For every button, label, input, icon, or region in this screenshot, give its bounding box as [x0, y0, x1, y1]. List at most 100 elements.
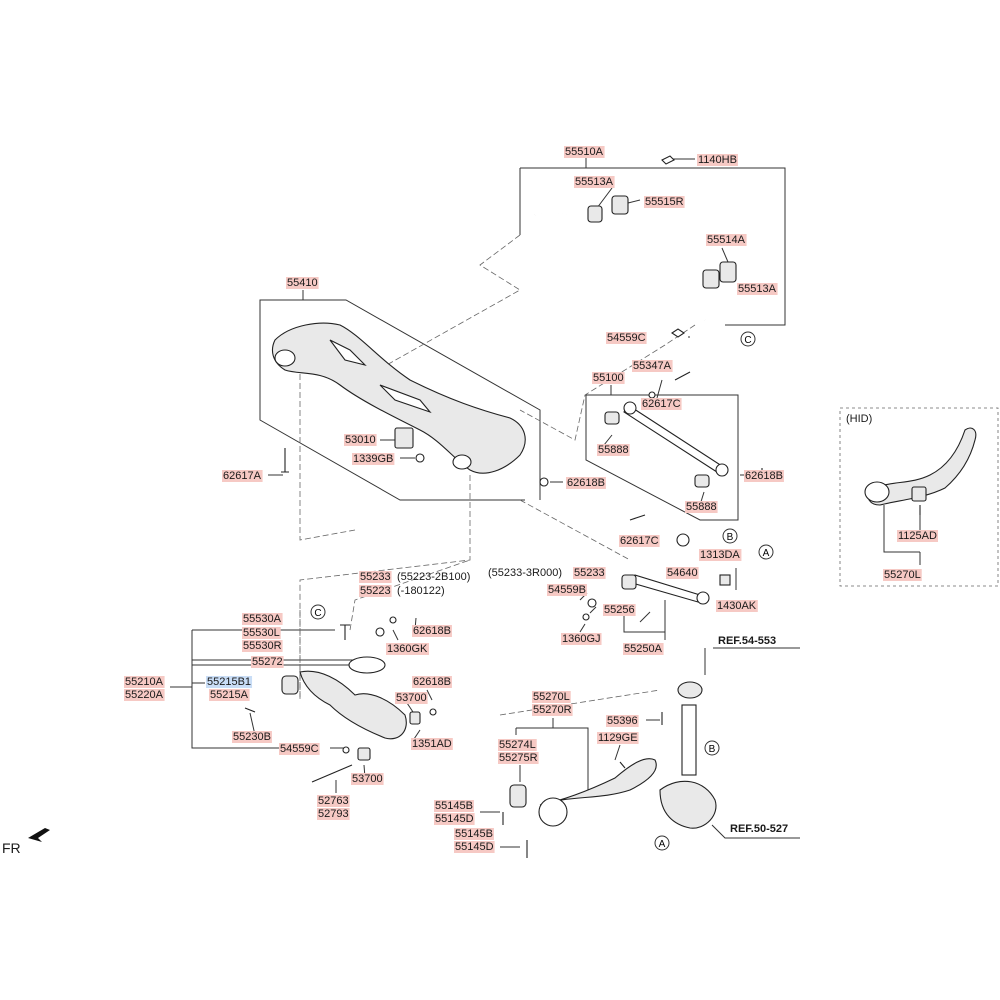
label-highlight: [532, 691, 571, 703]
part-label[interactable]: 55270L: [884, 569, 921, 581]
reference-label[interactable]: REF.50-527: [730, 823, 788, 835]
part-label[interactable]: 62618B: [745, 470, 783, 482]
part-label[interactable]: 55145D: [455, 841, 494, 853]
part-label[interactable]: 1351AD: [412, 738, 452, 750]
part-label[interactable]: 55347A: [633, 360, 672, 372]
knuckle-and-strut: [659, 681, 717, 829]
stabilizer-bar: [534, 155, 737, 338]
label-highlight: [632, 360, 673, 372]
part-label[interactable]: 1430AK: [717, 600, 757, 612]
part-label[interactable]: 55272: [252, 656, 283, 668]
part-label[interactable]: 53700: [352, 773, 383, 785]
part-label[interactable]: 54559C: [607, 332, 646, 344]
part-label[interactable]: 1360GJ: [562, 633, 601, 645]
label-highlight: [386, 643, 430, 655]
part-label[interactable]: 55215B1: [207, 676, 251, 688]
part-label[interactable]: 55256: [604, 604, 635, 616]
part-label[interactable]: 52763: [318, 795, 349, 807]
link-icon: [340, 624, 350, 640]
lower-arm-55210A: [244, 616, 437, 783]
part-label[interactable]: 55233: [574, 567, 605, 579]
label-highlight: [412, 676, 452, 688]
part-label[interactable]: 54559C: [280, 743, 319, 755]
svg-text:C: C: [744, 335, 751, 346]
part-label[interactable]: 53010: [345, 434, 376, 446]
part-label[interactable]: 55223: [360, 585, 391, 597]
part-label[interactable]: 62617C: [642, 398, 681, 410]
ball-joint-icon: [696, 591, 710, 605]
part-label[interactable]: 1313DA: [700, 549, 740, 561]
part-label[interactable]: 1339GB: [353, 453, 393, 465]
bushing-icon: [621, 574, 637, 590]
part-label[interactable]: 62618B: [413, 625, 451, 637]
label-highlight: [454, 828, 494, 840]
label-highlight: [498, 752, 539, 764]
part-label[interactable]: 55513A: [575, 176, 614, 188]
label-highlight: [697, 154, 738, 166]
part-label[interactable]: 55530L: [243, 627, 280, 639]
svg-text:B: B: [727, 532, 734, 543]
part-label[interactable]: 55530A: [243, 613, 282, 625]
part-label[interactable]: 55513A: [738, 283, 777, 295]
part-label[interactable]: 62618B: [413, 676, 451, 688]
label-highlight: [411, 738, 453, 750]
reference-label[interactable]: REF.54-553: [718, 635, 776, 647]
part-label[interactable]: 55270R: [533, 704, 572, 716]
bracket-icon: [911, 486, 927, 502]
part-label[interactable]: 55145D: [435, 813, 474, 825]
part-label[interactable]: 53700: [396, 692, 427, 704]
part-label[interactable]: 55510A: [565, 146, 604, 158]
part-labels: 55510A 1140HB 55513A 55515R 55514A 55513…: [2, 146, 937, 856]
label-highlight: [573, 567, 606, 579]
svg-text:B: B: [709, 744, 716, 755]
part-label[interactable]: 54559B: [548, 584, 586, 596]
callout-c: C: [740, 331, 756, 347]
label-highlight: [597, 444, 630, 456]
callout-a: A: [758, 544, 774, 560]
part-label[interactable]: 55530R: [243, 640, 282, 652]
part-label[interactable]: 55396: [607, 715, 638, 727]
part-label[interactable]: 55210A: [125, 676, 164, 688]
part-label[interactable]: 55145B: [435, 800, 473, 812]
part-label[interactable]: 55275R: [499, 752, 538, 764]
nut-icon: [719, 574, 731, 586]
part-label[interactable]: 62617C: [620, 535, 659, 547]
part-label[interactable]: 55215A: [210, 689, 249, 701]
part-label[interactable]: 1129GE: [598, 732, 638, 744]
part-label[interactable]: 54640: [667, 567, 698, 579]
nut-icon: [582, 613, 590, 621]
svg-text:A: A: [763, 548, 770, 559]
part-label[interactable]: 62617A: [223, 470, 262, 482]
part-label[interactable]: 55145B: [455, 828, 493, 840]
part-label[interactable]: 55220A: [125, 689, 164, 701]
callouts: C C B A B A: [310, 331, 774, 851]
svg-text:A: A: [659, 839, 666, 850]
part-label[interactable]: 62618B: [567, 477, 605, 489]
part-label[interactable]: 55270L: [533, 691, 570, 703]
bolt-icon: [311, 764, 353, 783]
part-label[interactable]: 55274L: [499, 739, 536, 751]
label-highlight: [606, 715, 639, 727]
label-highlight: [606, 332, 647, 344]
part-label[interactable]: 55888: [598, 444, 629, 456]
part-label[interactable]: 55230B: [233, 731, 271, 743]
bushing-icon: [509, 784, 527, 808]
part-label[interactable]: 52793: [318, 808, 349, 820]
part-label[interactable]: 55515R: [645, 196, 684, 208]
part-label[interactable]: 1125AD: [898, 530, 937, 542]
part-label[interactable]: 55100: [593, 372, 624, 384]
label-highlight: [434, 800, 474, 812]
bushing-icon: [587, 205, 603, 223]
label-highlight: [412, 625, 452, 637]
part-label[interactable]: 1140HB: [698, 154, 737, 166]
part-label[interactable]: 1360GK: [387, 643, 428, 655]
part-label[interactable]: 55514A: [707, 234, 746, 246]
label-highlight: [359, 585, 392, 597]
part-label[interactable]: 55233: [360, 571, 391, 583]
bracket-icon: [611, 195, 629, 215]
part-label[interactable]: 55410: [287, 277, 318, 289]
label-highlight: [317, 808, 350, 820]
part-label[interactable]: 55250A: [624, 643, 663, 655]
part-label[interactable]: 55888: [686, 501, 717, 513]
